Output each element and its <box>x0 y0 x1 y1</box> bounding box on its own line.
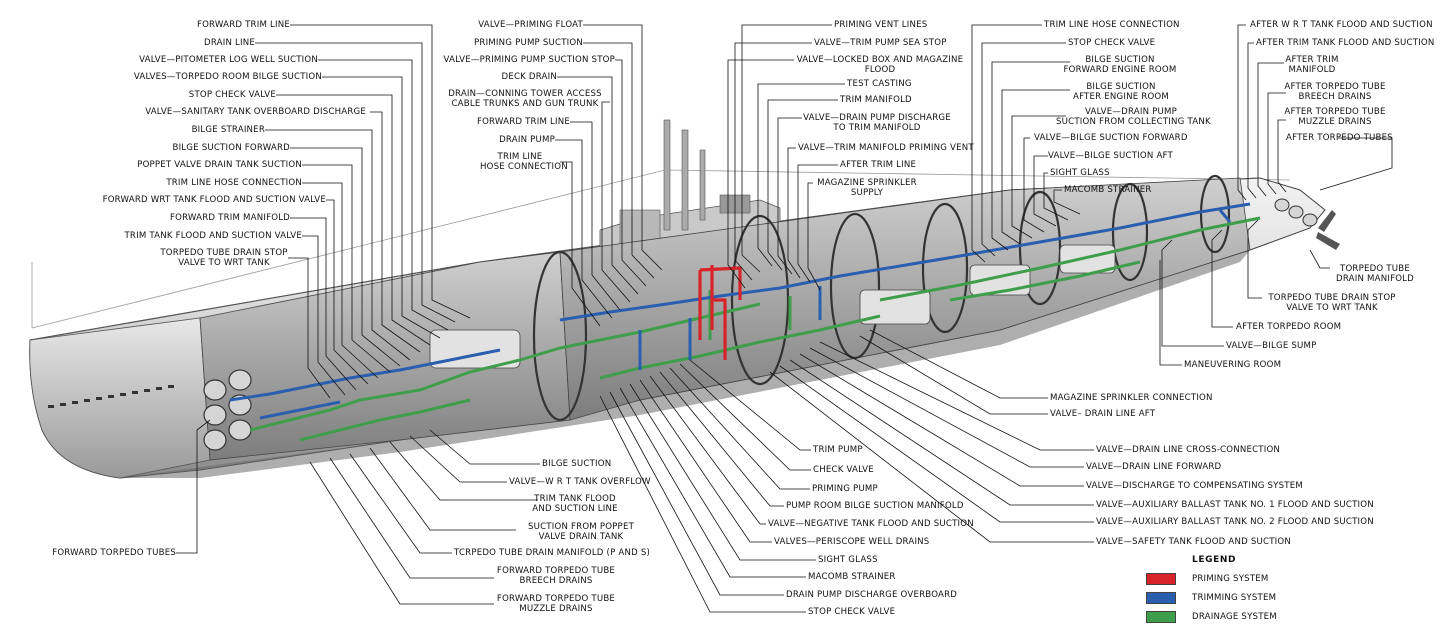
label-magazine-sprinkler-conn: MAGAZINE SPRINKLER CONNECTION <box>1050 393 1213 403</box>
label-forward-trim-line: FORWARD TRIM LINE <box>196 20 290 30</box>
label-forward-torpedo-tubes: FORWARD TORPEDO TUBES <box>52 548 176 558</box>
label-forward-trim-line-2: FORWARD TRIM LINE <box>476 117 570 127</box>
legend: LEGEND PRIMING SYSTEM TRIMMING SYSTEM DR… <box>1140 555 1300 625</box>
label-magazine-sprinkler: MAGAZINE SPRINKLER SUPPLY <box>817 178 917 198</box>
label-valve-bilge-sump: VALVE—BILGE SUMP <box>1226 341 1317 351</box>
label-valve-bilge-suction-fwd: VALVE—BILGE SUCTION FORWARD <box>1034 133 1188 143</box>
label-torpedo-drain-manifold-aft: TORPEDO TUBE DRAIN MANIFOLD <box>1336 264 1414 284</box>
label-macomb-strainer-mid: MACOMB STRAINER <box>808 572 896 582</box>
label-trim-manifold: TRIM MANIFOLD <box>840 95 912 105</box>
label-test-casting: TEST CASTING <box>847 79 912 89</box>
label-pump-room-bilge: PUMP ROOM BILGE SUCTION MANIFOLD <box>786 501 964 511</box>
label-valve-locked-box: VALVE—LOCKED BOX AND MAGAZINE FLOOD <box>796 55 964 75</box>
label-sight-glass-aft: SIGHT GLASS <box>1050 168 1110 178</box>
label-valve-aux-ballast-1: VALVE—AUXILIARY BALLAST TANK NO. 1 FLOOD… <box>1096 500 1374 510</box>
trimming-piping <box>229 202 1251 420</box>
label-priming-vent-lines: PRIMING VENT LINES <box>834 20 928 30</box>
label-torpedo-drain-stop-aft: TORPEDO TUBE DRAIN STOP VALVE TO WRT TAN… <box>1268 293 1396 313</box>
label-valve-wrt-overflow: VALVE—W R T TANK OVERFLOW <box>509 477 651 487</box>
label-valve-bilge-suction-aft: VALVE—BILGE SUCTION AFT <box>1048 151 1173 161</box>
label-valve-aux-ballast-2: VALVE—AUXILIARY BALLAST TANK NO. 2 FLOOD… <box>1096 517 1374 527</box>
label-fwd-torpedo-muzzle: FORWARD TORPEDO TUBE MUZZLE DRAINS <box>496 594 616 614</box>
label-bilge-suction-forward: BILGE SUCTION FORWARD <box>172 143 290 153</box>
label-check-valve: CHECK VALVE <box>813 465 874 475</box>
label-after-wrt-flood: AFTER W R T TANK FLOOD AND SUCTION <box>1250 20 1433 30</box>
label-after-torpedo-tubes: AFTER TORPEDO TUBES <box>1286 133 1393 143</box>
label-after-trim-tank-flood: AFTER TRIM TANK FLOOD AND SUCTION <box>1256 38 1435 48</box>
label-maneuvering-room: MANEUVERING ROOM <box>1184 360 1282 370</box>
label-after-trim-manifold: AFTER TRIM MANIFOLD <box>1285 55 1339 75</box>
propeller <box>1316 210 1340 250</box>
label-trim-tank-flood: TRIM TANK FLOOD AND SUCTION LINE <box>532 494 618 514</box>
label-poppet-valve-drain: POPPET VALVE DRAIN TANK SUCTION <box>137 160 302 170</box>
label-bilge-strainer: BILGE STRAINER <box>191 125 265 135</box>
priming-piping <box>698 265 742 360</box>
label-valve-negative-tank: VALVE—NEGATIVE TANK FLOOD AND SUCTION <box>768 519 974 529</box>
label-drain-line: DRAIN LINE <box>204 38 255 48</box>
label-valve-trim-manifold-vent: VALVE—TRIM MANIFOLD PRIMING VENT <box>798 143 974 153</box>
legend-swatch-drainage <box>1146 611 1176 623</box>
label-forward-trim-manifold: FORWARD TRIM MANIFOLD <box>169 213 290 223</box>
label-after-trim-line: AFTER TRIM LINE <box>840 160 917 170</box>
label-valve-drain-line-aft: VALVE– DRAIN LINE AFT <box>1050 409 1156 419</box>
label-after-torpedo-room: AFTER TORPEDO ROOM <box>1236 322 1342 332</box>
cutaway-interior <box>199 174 1340 461</box>
label-bilge-suction: BILGE SUCTION <box>542 459 612 469</box>
label-trim-pump: TRIM PUMP <box>813 445 863 455</box>
legend-swatch-trimming <box>1146 592 1176 604</box>
label-valve-drain-pump-coll: VALVE—DRAIN PUMP SUCTION FROM COLLECTING… <box>1056 107 1211 127</box>
label-valves-periscope: VALVES—PERISCOPE WELL DRAINS <box>774 537 930 547</box>
label-deck-drain: DECK DRAIN <box>501 72 557 82</box>
label-trim-tank-flood-valve: TRIM TANK FLOOD AND SUCTION VALVE <box>124 231 302 241</box>
label-macomb-strainer-aft: MACOMB STRAINER <box>1064 185 1152 195</box>
label-valve-sanitary: VALVE—SANITARY TANK OVERBOARD DISCHARGE <box>145 107 366 117</box>
label-valve-priming-float: VALVE—PRIMING FLOAT <box>478 20 583 30</box>
label-valve-priming-pump-stop: VALVE—PRIMING PUMP SUCTION STOP <box>443 55 615 65</box>
legend-title: LEGEND <box>1192 555 1237 565</box>
label-sight-glass-mid: SIGHT GLASS <box>818 555 878 565</box>
label-priming-pump-suction: PRIMING PUMP SUCTION <box>474 38 583 48</box>
label-valve-trim-pump-sea-stop: VALVE—TRIM PUMP SEA STOP <box>814 38 947 48</box>
label-valves-torpedo-room-bilge: VALVES—TORPEDO ROOM BILGE SUCTION <box>133 72 322 82</box>
label-trim-line-hose-fwd: TRIM LINE HOSE CONNECTION <box>166 178 302 188</box>
legend-label-drainage: DRAINAGE SYSTEM <box>1192 612 1277 622</box>
label-after-torpedo-muzzle: AFTER TORPEDO TUBE MUZZLE DRAINS <box>1284 107 1386 127</box>
label-priming-pump: PRIMING PUMP <box>812 484 878 494</box>
legend-label-priming: PRIMING SYSTEM <box>1192 574 1269 584</box>
label-valve-drain-pump-disch: VALVE—DRAIN PUMP DISCHARGE TO TRIM MANIF… <box>803 113 951 133</box>
legend-label-trimming: TRIMMING SYSTEM <box>1192 593 1277 603</box>
label-suction-poppet: SUCTION FROM POPPET VALVE DRAIN TANK <box>527 522 635 542</box>
label-torpedo-drain-stop-fwd: TORPEDO TUBE DRAIN STOP VALVE TO WRT TAN… <box>160 248 288 268</box>
label-valve-discharge-comp: VALVE—DISCHARGE TO COMPENSATING SYSTEM <box>1086 481 1303 491</box>
label-bilge-suction-aer: BILGE SUCTION AFTER ENGINE ROOM <box>1072 82 1169 102</box>
label-drain-conning: DRAIN—CONNING TOWER ACCESS CABLE TRUNKS … <box>448 89 602 109</box>
label-drain-pump: DRAIN PUMP <box>499 135 555 145</box>
label-forward-wrt-flood: FORWARD WRT TANK FLOOD AND SUCTION VALVE <box>102 195 326 205</box>
label-after-torpedo-breech: AFTER TORPEDO TUBE BREECH DRAINS <box>1284 82 1386 102</box>
label-stop-check-valve-fwd: STOP CHECK VALVE <box>188 90 276 100</box>
label-fwd-torpedo-breech: FORWARD TORPEDO TUBE BREECH DRAINS <box>496 566 616 586</box>
jumping-wires <box>31 169 1291 329</box>
leader-lines <box>176 24 1393 613</box>
label-trim-line-hose-mid: TRIM LINE HOSE CONNECTION <box>480 152 568 172</box>
label-valve-drain-line-fwd: VALVE—DRAIN LINE FORWARD <box>1086 462 1222 472</box>
label-trim-line-hose-aft: TRIM LINE HOSE CONNECTION <box>1044 20 1180 30</box>
label-stop-check-valve-mid: STOP CHECK VALVE <box>808 607 896 617</box>
label-valve-safety-tank: VALVE—SAFETY TANK FLOOD AND SUCTION <box>1096 537 1291 547</box>
label-bilge-suction-fer: BILGE SUCTION FORWARD ENGINE ROOM <box>1063 55 1177 75</box>
label-stop-check-valve-aft: STOP CHECK VALVE <box>1068 38 1156 48</box>
label-valve-drain-line-cross: VALVE—DRAIN LINE CROSS-CONNECTION <box>1096 445 1281 455</box>
label-drain-pump-disch-overboard: DRAIN PUMP DISCHARGE OVERBOARD <box>786 590 958 600</box>
label-valve-pitometer: VALVE—PITOMETER LOG WELL SUCTION <box>139 55 318 65</box>
legend-swatch-priming <box>1146 573 1176 585</box>
label-torpedo-drain-manifold-ps: TCRPEDO TUBE DRAIN MANIFOLD (P AND S) <box>454 548 651 558</box>
drainage-piping <box>249 216 1261 442</box>
